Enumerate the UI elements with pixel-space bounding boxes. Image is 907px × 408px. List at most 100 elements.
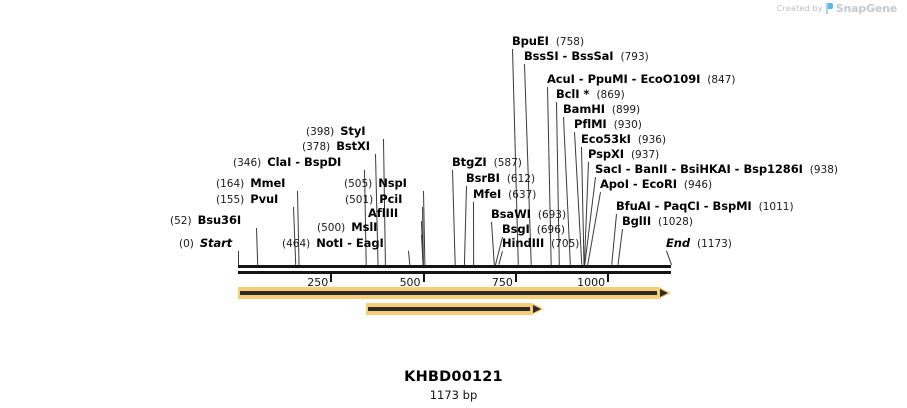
- enzyme-label-bfuai-paqci-bspmi[interactable]: BfuAI - PaqCI - BspMI(1011): [616, 199, 794, 213]
- enzyme-separator: -: [291, 155, 305, 169]
- enzyme-name: ApoI: [600, 177, 629, 191]
- enzyme-label-pcii[interactable]: (501) PciI: [345, 192, 403, 206]
- enzyme-separator: -: [667, 162, 681, 176]
- enzyme-separator: -: [621, 162, 635, 176]
- enzyme-name: BclI: [556, 87, 580, 101]
- enzyme-label-mmei[interactable]: (164)MmeI: [216, 177, 285, 190]
- snapgene-watermark: Created by SnapGene: [777, 2, 897, 15]
- enzyme-name: BsgI: [502, 222, 530, 236]
- enzyme-name: NotI: [316, 236, 344, 250]
- leader-line-end: [666, 250, 672, 265]
- enzyme-name: BglII: [622, 214, 651, 228]
- enzyme-position: (938): [809, 164, 839, 176]
- enzyme-separator: -: [558, 49, 572, 63]
- enzyme-position: (637): [508, 189, 537, 201]
- ruler-tick-label-1000: 1000: [577, 276, 606, 289]
- enzyme-label-bsrbi[interactable]: BsrBI(612): [466, 171, 535, 185]
- enzyme-separator: -: [343, 236, 356, 250]
- enzyme-label-mfei[interactable]: MfeI (637): [473, 187, 537, 201]
- leader-line-bsrbi: [463, 186, 467, 266]
- orf-shaft-inner: [240, 291, 657, 295]
- enzyme-name: EcoRI: [641, 177, 677, 191]
- enzyme-position: (1028): [658, 216, 693, 228]
- enzyme-label-styi[interactable]: (398)StyI: [306, 124, 366, 138]
- enzyme-name: MslI: [351, 220, 378, 234]
- enzyme-position: (464): [282, 238, 311, 250]
- enzyme-name: PspXI: [588, 147, 624, 161]
- enzyme-position: (587): [493, 157, 522, 169]
- enzyme-label-bglii[interactable]: BglII (1028): [622, 214, 693, 228]
- enzyme-separator: -: [699, 199, 713, 213]
- orf-arrow-orf-1[interactable]: [238, 287, 671, 299]
- enzyme-label-btgzi[interactable]: BtgZI(587): [452, 156, 522, 169]
- enzyme-name: BfuAI: [616, 199, 651, 213]
- enzyme-label-pflmi[interactable]: PflMI(930): [574, 118, 642, 131]
- enzyme-name: StyI: [340, 124, 366, 138]
- enzyme-name: PpuMI: [587, 72, 628, 86]
- leader-line-noti-eagi: [408, 250, 411, 265]
- enzyme-separator: -: [650, 199, 664, 213]
- orf-arrowhead-inner: [660, 289, 668, 297]
- enzyme-label-acui-ppumi-ecoo109i[interactable]: AcuI - PpuMI - EcoO109I(847): [547, 72, 736, 86]
- enzyme-label-apoi-ecori[interactable]: ApoI - EcoRI(946): [600, 177, 712, 191]
- leader-line-pvui: [293, 206, 297, 265]
- orf-arrowhead-inner: [533, 305, 542, 313]
- enzyme-name: BpuEI: [512, 34, 549, 48]
- enzyme-position: (346): [233, 157, 262, 169]
- enzyme-label-pvui[interactable]: (155)PvuI: [216, 193, 278, 206]
- enzyme-position: (930): [613, 119, 642, 131]
- enzyme-label-eco53ki[interactable]: Eco53kI(936): [581, 133, 666, 146]
- enzyme-name: AflIII: [368, 206, 399, 220]
- backbone-line-top: [238, 265, 671, 268]
- enzyme-position: (501): [345, 194, 374, 206]
- enzyme-label-bamhi[interactable]: BamHI (899): [563, 102, 641, 116]
- enzyme-label-clai-bspdi[interactable]: (346)ClaI - BspDI: [233, 155, 342, 169]
- enzyme-name: PciI: [379, 192, 403, 206]
- enzyme-separator: -: [628, 177, 642, 191]
- enzyme-position: (847): [707, 74, 736, 86]
- enzyme-name: BspDI: [304, 155, 342, 169]
- enzyme-name: BsrBI: [466, 171, 500, 185]
- enzyme-label-bpuei[interactable]: BpuEI(758): [512, 34, 584, 48]
- enzyme-name: BamHI: [563, 102, 605, 116]
- enzyme-label-nspi[interactable]: (505) NspI: [344, 176, 407, 190]
- enzyme-name: BssSI: [524, 49, 559, 63]
- enzyme-label-end[interactable]: End(1173): [666, 237, 732, 250]
- snapgene-flag-icon: [825, 3, 833, 14]
- orf-arrow-orf-2[interactable]: [366, 303, 545, 315]
- enzyme-label-bcli[interactable]: BclI *(869): [556, 87, 625, 101]
- enzyme-name: AcuI: [547, 72, 575, 86]
- enzyme-label-saci-banii-bsihkai-bsp1286i[interactable]: SacI - BanII - BsiHKAI - Bsp1286I(938): [595, 162, 839, 176]
- enzyme-label-aflii[interactable]: AflIII: [368, 206, 399, 220]
- enzyme-position: (505): [344, 178, 373, 190]
- enzyme-name: BssSaI: [571, 49, 614, 63]
- sequence-footer: KHBD00121 1173 bp: [0, 369, 907, 402]
- ruler-tick-750: [514, 274, 517, 282]
- enzyme-position: (1011): [758, 201, 794, 213]
- enzyme-label-start[interactable]: (0)Start: [179, 237, 232, 250]
- enzyme-label-bsssi-bsssai[interactable]: BssSI - BssSaI(793): [524, 49, 649, 63]
- leader-line-bsu36i: [256, 227, 259, 265]
- enzyme-label-bsawi[interactable]: BsaWI(693): [491, 208, 566, 221]
- enzyme-name: SacI: [595, 162, 622, 176]
- ruler-tick-label-500: 500: [399, 276, 421, 289]
- enzyme-position: (500): [317, 222, 346, 234]
- enzyme-name: EagI: [355, 236, 384, 250]
- enzyme-name: NspI: [378, 176, 407, 190]
- orf-shaft-inner: [368, 307, 531, 311]
- enzyme-label-pspxi[interactable]: PspXI(937): [588, 147, 659, 161]
- enzyme-label-bsgi[interactable]: BsgI(696): [502, 222, 565, 236]
- sequence-name: KHBD00121: [404, 369, 503, 385]
- enzyme-label-bsu36i[interactable]: (52)Bsu36I: [170, 214, 241, 227]
- enzyme-position: (899): [611, 104, 641, 116]
- enzyme-name: BspMI: [712, 199, 752, 213]
- ruler-tick-label-750: 750: [491, 276, 513, 289]
- leader-line-btgzi: [452, 169, 456, 265]
- enzyme-position: (1173): [696, 238, 732, 250]
- enzyme-label-hindiii[interactable]: HindIII(705): [502, 237, 579, 250]
- enzyme-name: MfeI: [473, 187, 502, 201]
- enzyme-label-mslii[interactable]: (500) MslI: [317, 220, 378, 234]
- enzyme-label-bstxi[interactable]: (378)BstXI: [302, 140, 370, 153]
- enzyme-label-noti-eagi[interactable]: (464) NotI - EagI: [282, 236, 384, 250]
